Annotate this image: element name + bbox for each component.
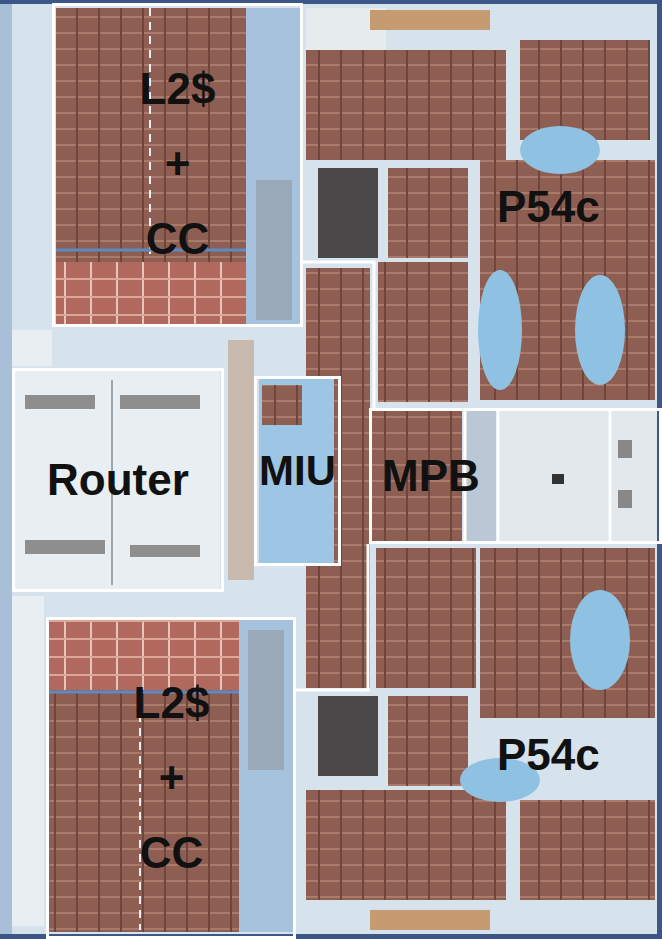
block-label: MPB [382,452,480,500]
core-label: P54c [497,733,600,777]
cache-block: L2$ + CC [46,617,296,939]
block-label: MIU [259,448,336,494]
miu-block: MIU [254,376,341,566]
block-label: Router [47,456,189,504]
mpb-block: MPB [369,408,662,544]
core-label: P54c [497,185,600,229]
block-label: L2$ + CC [130,52,225,276]
block-label: L2$ + CC [124,666,219,890]
router-block: Router [12,368,224,592]
cache-block: L2$ + CC [52,3,303,327]
